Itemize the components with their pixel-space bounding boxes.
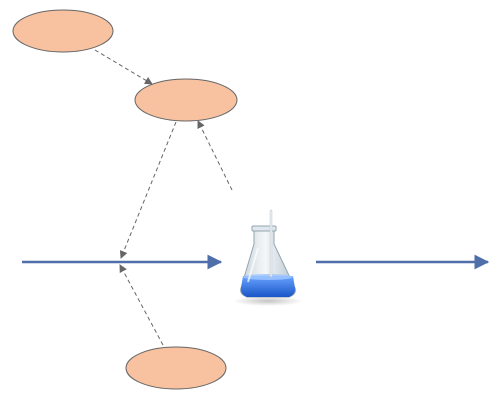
erlenmeyer-flask-icon — [233, 209, 303, 306]
bottom-node — [125, 346, 227, 390]
dashed-arrow-flask-to-middle — [197, 120, 233, 191]
top-left-node — [12, 9, 114, 53]
dashed-arrow-middle-to-main-line — [119, 121, 177, 259]
dashed-arrow-bottom-to-main-line — [119, 264, 164, 346]
dashed-arrow-top-to-middle — [94, 49, 153, 85]
middle-node — [134, 78, 238, 122]
